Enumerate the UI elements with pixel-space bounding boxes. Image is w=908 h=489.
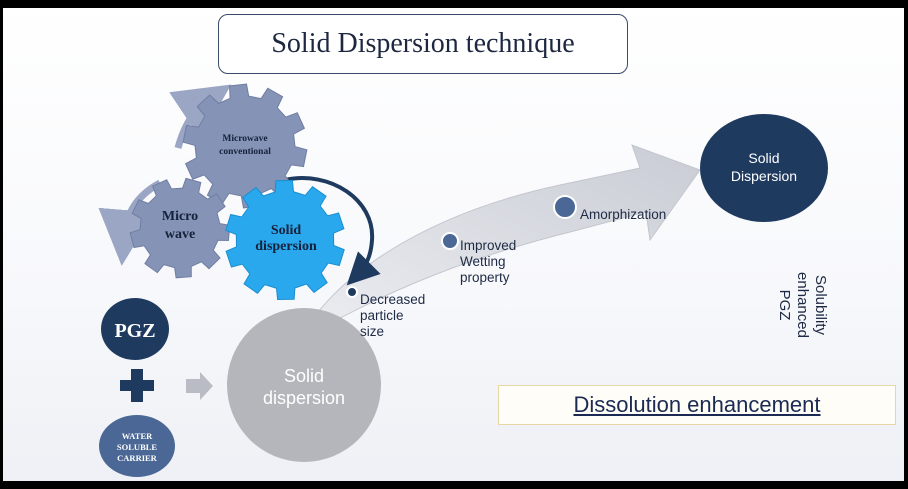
gear-label-wave: wave: [165, 227, 195, 242]
carrier-circle: WATER SOLUBLE CARRIER: [99, 415, 175, 477]
top-black-bar: [0, 0, 908, 8]
solubility-line-1: Solubility: [812, 275, 829, 336]
final-solid-dispersion-circle: Solid Dispersion: [700, 114, 828, 222]
circle-label-solid: Solid: [284, 366, 324, 386]
gear-label-dispersion: dispersion: [255, 239, 317, 254]
dissolution-enhancement-label: Dissolution enhancement: [498, 385, 896, 425]
gear-micro-wave: Micro wave: [129, 177, 231, 279]
label-improved: Improved: [460, 238, 516, 253]
pgz-label: PGZ: [114, 320, 155, 342]
pgz-circle: PGZ: [101, 298, 169, 360]
label-property: property: [460, 270, 510, 285]
gear-label-micro: Micro: [162, 209, 198, 224]
right-black-bar: [904, 0, 908, 489]
carrier-label-carrier: CARRIER: [117, 453, 158, 463]
plus-icon: [120, 369, 154, 402]
gear-label-microwave: Microwave: [222, 134, 267, 144]
solubility-line-3: PGZ: [776, 290, 793, 321]
marker-decreased: [346, 286, 358, 298]
gear-microwave-conventional: Microwave conventional: [182, 83, 308, 209]
carrier-label-water: WATER: [122, 431, 153, 441]
input-arrow-icon: [186, 372, 213, 400]
label-wetting: Wetting: [460, 254, 506, 269]
carrier-label-soluble: SOLUBLE: [117, 442, 157, 452]
gear-label-solid: Solid: [271, 223, 302, 238]
rotation-arrow-blue: [284, 176, 381, 286]
left-black-bar: [0, 0, 3, 489]
marker-wetting: [441, 232, 459, 250]
label-amorphization: Amorphization: [580, 207, 666, 222]
label-size: size: [360, 324, 384, 339]
solid-dispersion-circle: Solid dispersion: [227, 308, 381, 462]
label-decreased: Decreased: [360, 292, 425, 307]
final-label-dispersion: Dispersion: [731, 168, 797, 184]
solubility-line-2: enhanced: [794, 272, 811, 338]
gear-label-conventional: conventional: [219, 147, 271, 157]
diagram-title: Solid Dispersion technique: [218, 14, 628, 74]
solubility-label: Solubility enhanced PGZ: [776, 272, 829, 338]
label-particle: particle: [360, 308, 404, 323]
final-label-solid: Solid: [748, 150, 779, 166]
circle-label-dispersion: dispersion: [263, 388, 345, 408]
gear-solid-dispersion: Solid dispersion: [225, 179, 345, 301]
marker-amorphization: [553, 195, 577, 219]
bottom-black-bar: [0, 481, 908, 489]
